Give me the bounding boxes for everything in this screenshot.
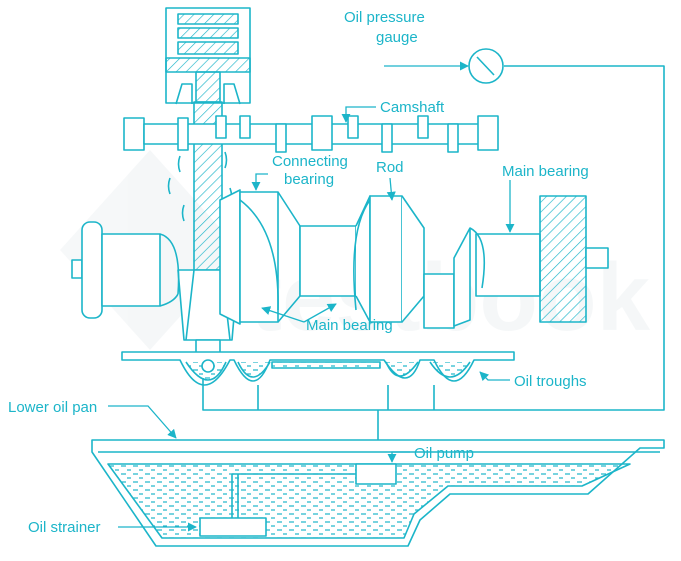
label-connecting-bearing-2: bearing <box>284 171 334 188</box>
label-oil-strainer: Oil strainer <box>28 519 101 536</box>
camshaft <box>123 115 499 153</box>
leader-lines <box>108 61 515 532</box>
oil-pressure-gauge <box>468 48 504 84</box>
label-rod: Rod <box>376 159 404 176</box>
label-main-bearing-bottom: Main bearing <box>306 317 393 334</box>
label-camshaft: Camshaft <box>380 99 445 116</box>
crankshaft <box>71 189 609 329</box>
label-oil-pump: Oil pump <box>414 445 474 462</box>
label-connecting-bearing-1: Connecting <box>272 153 348 170</box>
label-oil-pressure-gauge-1: Oil pressure <box>344 9 425 26</box>
label-lower-oil-pan: Lower oil pan <box>8 399 97 416</box>
label-oil-troughs: Oil troughs <box>514 373 587 390</box>
oil-pump-assembly <box>199 463 397 537</box>
piston <box>165 7 251 105</box>
label-oil-pressure-gauge-2: gauge <box>376 29 418 46</box>
label-main-bearing-right: Main bearing <box>502 163 589 180</box>
lower-oil-pan <box>91 439 665 547</box>
oil-troughs <box>121 351 515 386</box>
